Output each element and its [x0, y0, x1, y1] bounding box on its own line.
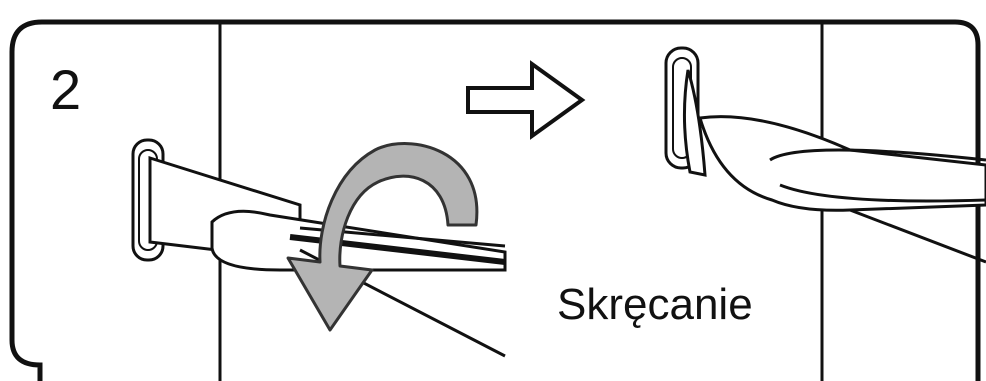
caption-label: Skręcanie	[557, 283, 753, 327]
step-number: 2	[50, 62, 81, 118]
right-arrow-icon	[468, 64, 582, 136]
